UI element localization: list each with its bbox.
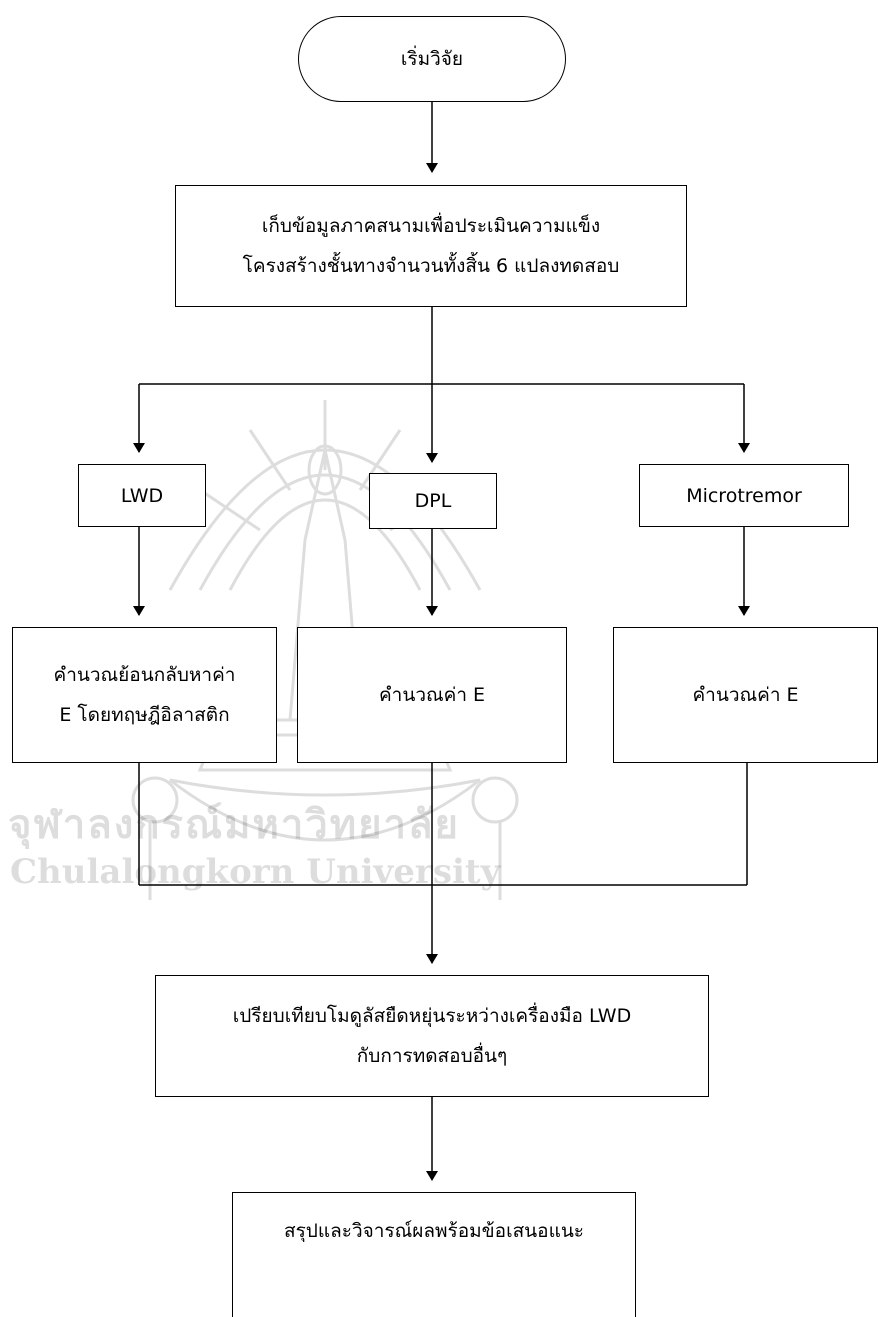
lwd-label: LWD: [120, 484, 164, 507]
conclusion-label: สรุปและวิจารณ์ผลพร้อมข้อเสนอแนะ: [283, 1220, 585, 1242]
dpl-calc-box: คำนวณค่า E: [297, 627, 567, 763]
dpl-calc-label: คำนวณค่า E: [378, 684, 486, 706]
start-node: เริ่มวิจัย: [298, 16, 566, 102]
watermark-thai-text: จุฬาลงกรณ์มหาวิทยาลัย: [8, 801, 460, 848]
lwd-calc-line1: คำนวณย้อนกลับหาค่า: [53, 664, 236, 686]
microtremor-label: Microtremor: [686, 484, 802, 507]
lwd-calc-box: คำนวณย้อนกลับหาค่า E โดยทฤษฎีอิลาสติก: [12, 627, 277, 763]
dpl-label: DPL: [414, 490, 452, 512]
field-data-line1: เก็บข้อมูลภาคสนามเพื่อประเมินความแข็ง: [261, 215, 601, 237]
conclusion-box: สรุปและวิจารณ์ผลพร้อมข้อเสนอแนะ: [232, 1192, 636, 1317]
field-data-line2: โครงสร้างชั้นทางจำนวนทั้งสิ้น 6 แปลงทดสอ…: [242, 255, 620, 277]
lwd-box: LWD: [78, 464, 206, 527]
lwd-calc-line2: E โดยทฤษฎีอิลาสติก: [59, 704, 230, 726]
field-data-box: เก็บข้อมูลภาคสนามเพื่อประเมินความแข็ง โค…: [175, 185, 687, 307]
microtremor-calc-label: คำนวณค่า E: [692, 684, 799, 706]
compare-line1: เปรียบเทียบโมดูลัสยืดหยุ่นระหว่างเครื่อง…: [232, 1005, 632, 1027]
microtremor-calc-box: คำนวณค่า E: [613, 627, 878, 763]
dpl-box: DPL: [369, 473, 497, 529]
compare-line2: กับการทดสอบอื่นๆ: [356, 1045, 508, 1067]
microtremor-box: Microtremor: [639, 464, 849, 527]
start-label: เริ่มวิจัย: [400, 48, 464, 70]
compare-box: เปรียบเทียบโมดูลัสยืดหยุ่นระหว่างเครื่อง…: [155, 975, 709, 1097]
